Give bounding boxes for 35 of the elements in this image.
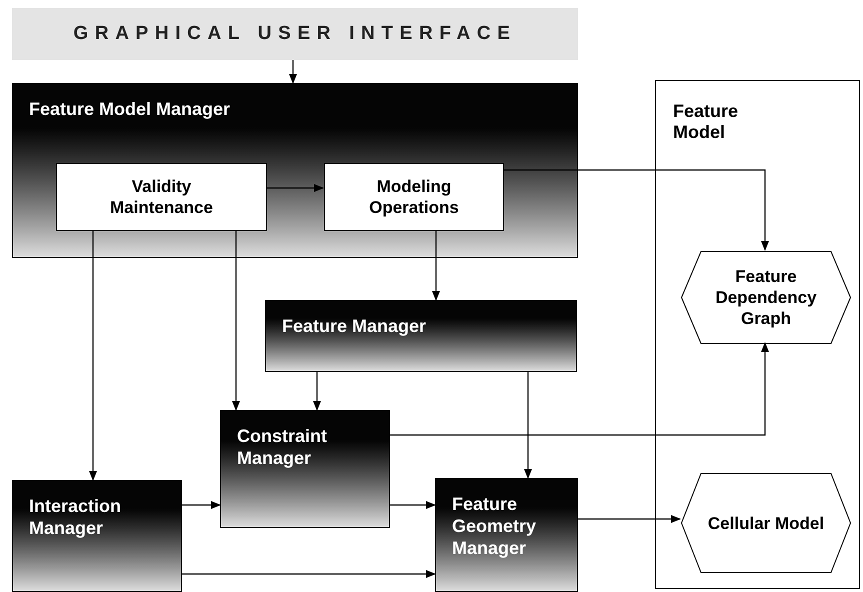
manager-box: [12, 83, 578, 258]
arrow: [390, 501, 436, 509]
arrow: [289, 60, 297, 84]
arrow: [232, 230, 240, 411]
manager-box: [265, 300, 577, 372]
hexagon-node: [681, 251, 851, 344]
interface-heading: GRAPHICAL USER INTERFACE: [73, 22, 517, 46]
arrow: [432, 230, 440, 301]
module-box: [56, 163, 267, 231]
arrow: [390, 342, 769, 436]
arrow: [182, 501, 221, 509]
manager-title: Feature Model Manager: [29, 98, 230, 120]
arrow: [578, 515, 681, 523]
arrow: [182, 570, 436, 578]
model-label: Feature Dependency Graph: [714, 266, 818, 329]
module-label: Validity Maintenance: [109, 176, 214, 218]
arrow: [524, 372, 532, 479]
module-label: Modeling Operations: [368, 176, 460, 218]
manager-title: Feature Geometry Manager: [452, 493, 538, 559]
module-box: [324, 163, 504, 231]
manager-title: Constraint Manager: [237, 425, 328, 469]
model-label: Cellular Model: [706, 512, 826, 534]
interface-band: [12, 8, 578, 60]
hexagon-node: [681, 473, 851, 573]
model-title: Feature Model: [673, 101, 740, 143]
manager-title: Interaction Manager: [29, 495, 122, 539]
model-panel: [655, 80, 860, 589]
manager-title: Feature Manager: [282, 315, 426, 337]
arrow: [313, 372, 321, 411]
arrow: [89, 230, 97, 481]
manager-box: [12, 480, 182, 592]
manager-box: [220, 410, 390, 528]
arrow: [266, 184, 324, 192]
arrow: [503, 169, 769, 251]
manager-box: [435, 478, 578, 592]
